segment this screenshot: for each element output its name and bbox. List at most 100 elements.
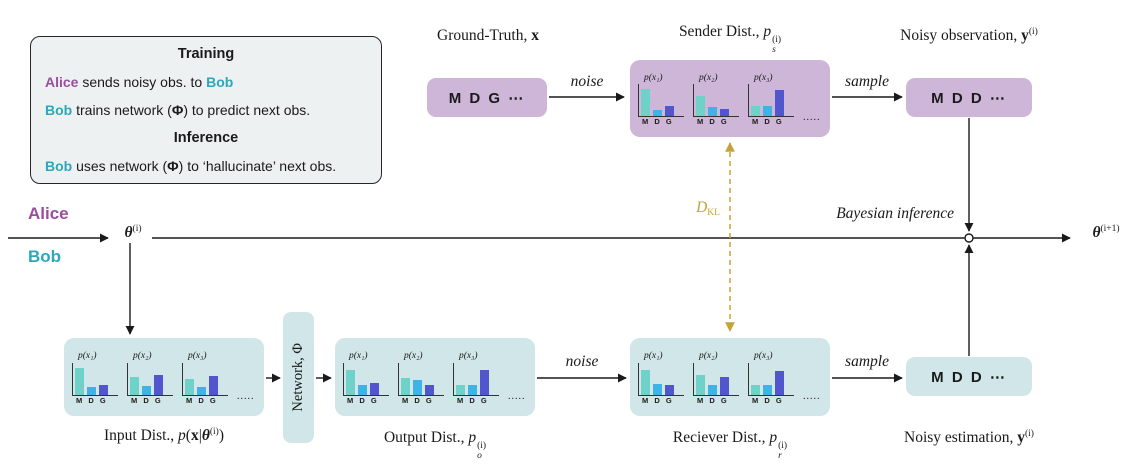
input-dist-label: Input Dist., p(x|θ(i)) [36, 427, 292, 446]
sender-dist-label: Sender Dist., p(i)s [628, 23, 832, 55]
legend-network-line: Bob trains network (Φ) to predict next o… [45, 102, 367, 118]
legend-text: trains network ( [72, 102, 172, 118]
chart-title: p(x₃) [188, 351, 207, 361]
bar [775, 370, 784, 395]
alice-name: Alice [45, 74, 79, 90]
output-dist-label: Output Dist., p(i)o [328, 429, 542, 461]
noisy-observation-box: M D D ⋯ [906, 78, 1032, 117]
math-p: p [178, 427, 186, 444]
bar [130, 376, 139, 395]
bar [763, 105, 772, 116]
chart-plot [343, 362, 389, 396]
bar [346, 369, 355, 395]
legend-box: Training Alice sends noisy obs. to Bob B… [30, 36, 382, 184]
chart-title: p(x₁) [644, 72, 663, 83]
bar [99, 384, 108, 395]
chart-x-labels: M D G [752, 117, 784, 126]
bar [708, 384, 717, 395]
noise-label-bottom: noise [565, 353, 599, 370]
bar [775, 90, 784, 116]
math-sup: (i) [132, 224, 142, 234]
mini-bar-chart: p(x₂)M D G [127, 351, 177, 404]
token-sequence: M D D ⋯ [931, 368, 1007, 386]
label-text: Reciever Dist., [672, 429, 770, 446]
bar [708, 107, 717, 116]
math-sup: (i) [772, 35, 782, 45]
math-p: p [468, 429, 477, 446]
bar [665, 384, 674, 395]
mini-bar-chart: p(x₃)M D G [748, 351, 798, 405]
bar [720, 376, 729, 395]
math-sup: (i+1) [1100, 224, 1120, 234]
chart-x-labels: M D G [457, 395, 489, 405]
chart-title: p(x₂) [133, 351, 152, 361]
mini-bar-chart: p(x₁) M D G [638, 351, 688, 405]
phi-symbol: Φ [167, 158, 179, 174]
chart-x-labels: M D G [402, 395, 434, 405]
bar [751, 384, 760, 395]
chart-x-labels: M D G [642, 395, 674, 405]
bar [185, 378, 194, 395]
chart-title: p(x₂) [699, 351, 718, 361]
chart-title: p(x₁) [349, 351, 368, 361]
chart-x-labels: M D G [697, 395, 729, 405]
math-x: x [531, 27, 539, 44]
chart-title: p(x₁) [78, 351, 97, 361]
chart-plot [748, 84, 794, 117]
bar [641, 88, 650, 116]
bar [197, 386, 206, 395]
chart-x-labels: M D G [347, 395, 379, 405]
bar [653, 109, 662, 116]
bar [142, 385, 151, 395]
math-sub: KL [707, 208, 720, 218]
chart-plot [693, 362, 739, 396]
label-text: Noisy estimation, [904, 429, 1018, 446]
chart-x-labels: M D G [642, 117, 674, 126]
math-theta: θ [201, 427, 210, 444]
chart-x-labels: M D G [186, 395, 218, 405]
bar [87, 387, 96, 395]
network-label: Network, Φ [290, 343, 306, 412]
bar [456, 384, 465, 395]
bar [480, 369, 489, 395]
mini-bar-chart: p(x₂)M D G [693, 73, 743, 126]
math-subsup: (i)o [477, 441, 487, 461]
math-theta: θ [1092, 224, 1101, 241]
math-x: x [190, 427, 199, 444]
math-paren: ( [185, 427, 191, 444]
noise-label-top: noise [570, 73, 604, 90]
math-sub: o [477, 450, 482, 461]
legend-inference-line: Bob uses network (Φ) to ‘hallucinate’ ne… [45, 158, 367, 174]
bar [720, 108, 729, 116]
chart-plot [453, 362, 499, 396]
chart-plot [127, 362, 173, 396]
bar [401, 377, 410, 395]
legend-text: sends noisy obs. to [78, 74, 207, 90]
math-bar: | [198, 427, 202, 444]
bob-name: Bob [45, 158, 73, 174]
math-y: y [1017, 429, 1025, 446]
token-sequence: M D D ⋯ [931, 89, 1007, 107]
math-D: D [696, 199, 708, 216]
mini-bar-chart: p(x₂) M D G [693, 351, 743, 405]
math-sup: (i) [477, 441, 487, 451]
chart-x-labels: M D G [752, 395, 784, 405]
math-sub: s [772, 44, 776, 55]
legend-inference-title: Inference [173, 130, 239, 146]
label-text: Ground-Truth, [437, 27, 532, 44]
chart-title: p(x₁) [644, 351, 663, 361]
bar [696, 375, 705, 395]
noisy-estimation-label: Noisy estimation, y(i) [880, 429, 1058, 448]
chart-title: p(x₃) [459, 351, 478, 361]
bar [209, 375, 218, 395]
math-paren: ) [218, 427, 225, 444]
math-subsup: (i)r [778, 441, 787, 461]
legend-text: ) to predict next obs. [183, 102, 311, 118]
phi-symbol: Φ [171, 102, 184, 118]
bar [653, 383, 662, 395]
bar [413, 379, 422, 395]
bar [641, 370, 650, 395]
math-sup: (i) [1028, 27, 1038, 37]
ellipsis-dots: ..... [508, 391, 526, 402]
